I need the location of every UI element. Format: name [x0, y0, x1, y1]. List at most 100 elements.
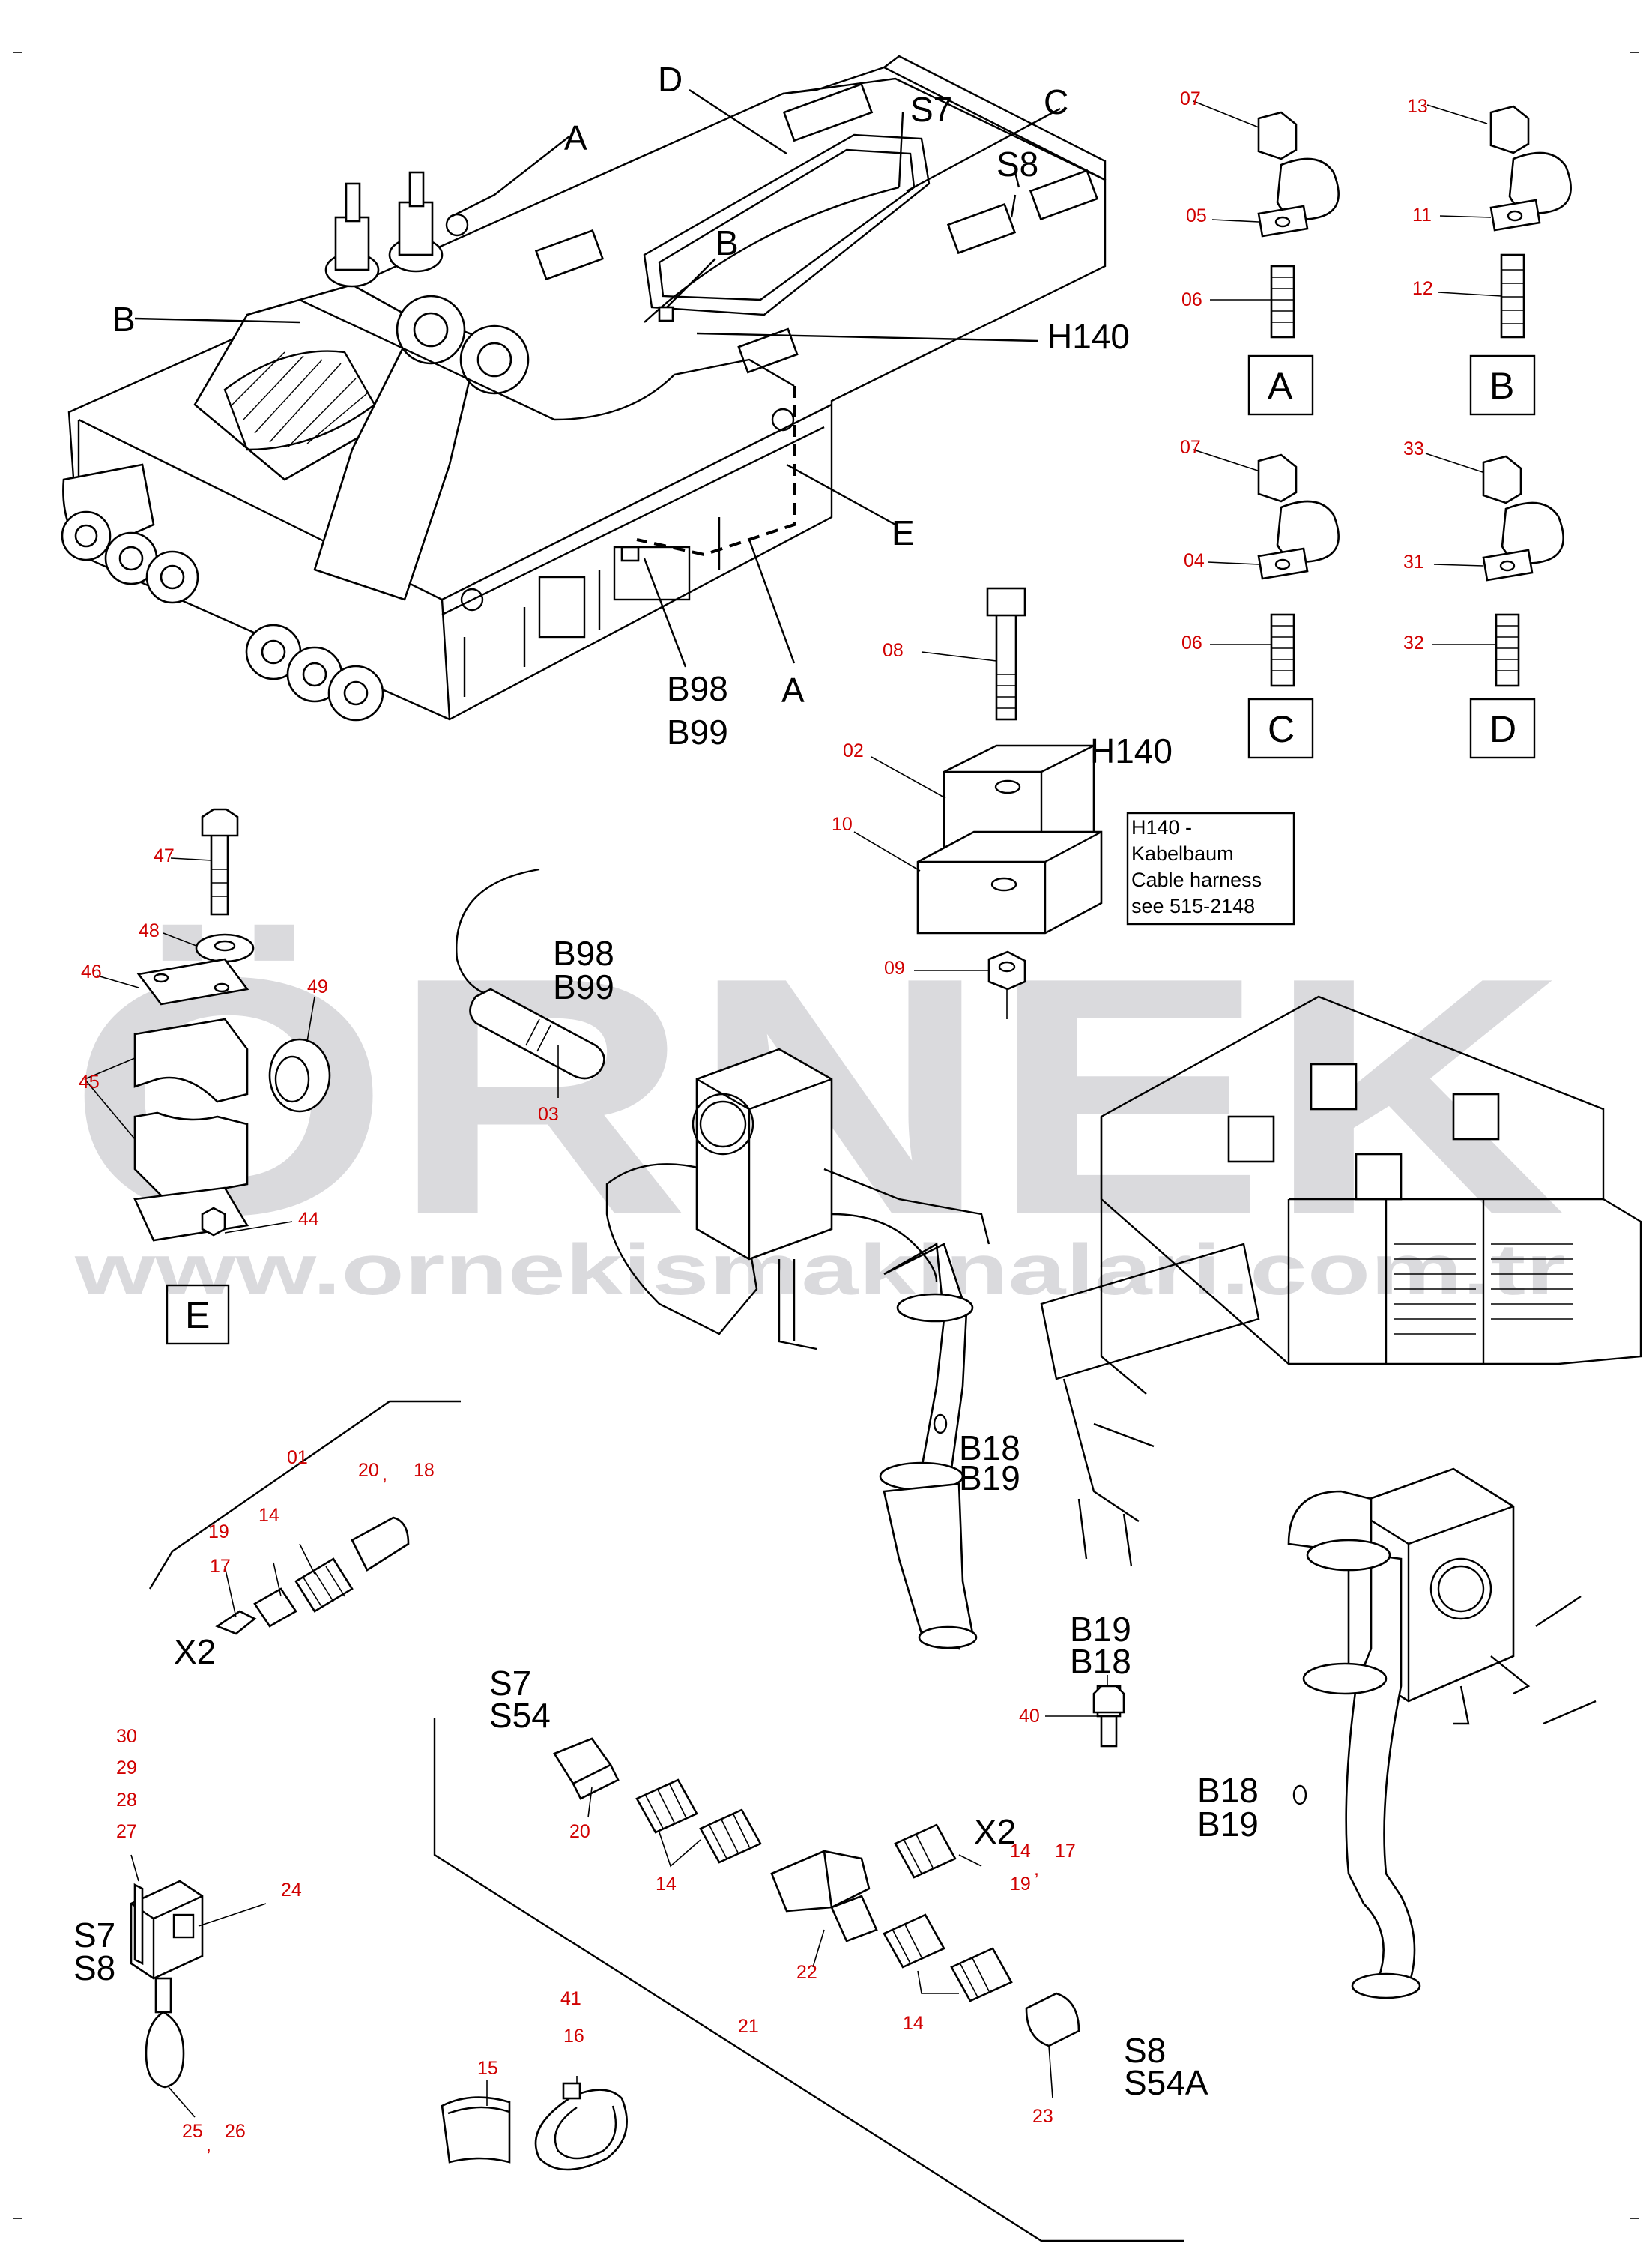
harness-part-21: 21	[738, 2016, 759, 2037]
clamp-c-spacer: 06	[1181, 633, 1202, 653]
clamp-e-part-48: 48	[139, 920, 160, 941]
sensor-b98-part: 03	[538, 1104, 559, 1125]
harness-part-22: 22	[796, 1962, 817, 1983]
h140-note-line3: Cable harness	[1131, 869, 1262, 891]
tie-part-41: 41	[560, 1988, 581, 2009]
clamp-b-spacer: 12	[1412, 278, 1433, 299]
callout-b-left: B	[112, 300, 136, 339]
switch-label-b18: B18	[1070, 1642, 1131, 1681]
vent-grille	[1394, 1243, 1573, 1335]
sensor-b98-label: B98	[553, 934, 614, 973]
clamp-c-nut: 07	[1180, 437, 1201, 458]
h140-part-02: 02	[843, 740, 864, 761]
corner-marks	[13, 52, 1639, 2219]
switch-s7: 30 29 28 27 24 25 , 26 S7 S8	[73, 1726, 302, 2155]
hatched-surface	[223, 350, 376, 451]
h140-note-line1: H140 -	[1131, 816, 1192, 839]
harness-part-23: 23	[1032, 2106, 1053, 2127]
switch-s8-label: S8	[73, 1948, 115, 1987]
switch-s7-label: S7	[73, 1916, 115, 1954]
clamp-detail-a: 07 05 06 A	[1180, 88, 1340, 416]
watermark-url: www.ornekismakinalari.com.tr	[74, 1230, 1566, 1310]
clamp-b-clamp: 11	[1412, 205, 1432, 226]
h140-part-08: 08	[883, 640, 904, 661]
clamp-d-letter: D	[1489, 708, 1516, 750]
cylinder-pair	[324, 171, 444, 288]
pressure-switch: B19 B18 40	[1019, 1610, 1131, 1748]
h140-part-09: 09	[884, 958, 905, 979]
sensor-b98: B98 B99 03	[456, 868, 614, 1125]
harness-part-14b: 14	[1010, 1841, 1031, 1862]
clamp-c-letter: C	[1268, 708, 1295, 750]
harness-part-20: 20	[569, 1821, 590, 1842]
switch-part-29: 29	[116, 1757, 137, 1778]
harness-s54-label: S54	[489, 1696, 551, 1735]
x2-part-19: 19	[208, 1521, 229, 1542]
frame-leaders	[134, 88, 1061, 668]
sensor-label-b99: B99	[667, 713, 728, 752]
x2-part-17: 17	[210, 1556, 231, 1577]
clamp-a-clamp: 05	[1186, 205, 1207, 226]
harness-part-19: 19	[1010, 1874, 1031, 1895]
h140-mount: 08 02 10 09 H140 H140 - Kabelbaum Cable …	[832, 587, 1295, 1019]
callout-e: E	[892, 513, 915, 552]
lug-group-left	[61, 463, 199, 604]
h140-part-10: 10	[832, 814, 853, 835]
clamp-a-letter: A	[1268, 365, 1293, 407]
tie-parts: 41 16 15	[441, 1988, 628, 2171]
clamp-d-clamp: 31	[1403, 552, 1424, 573]
callout-s8: S8	[996, 145, 1038, 184]
switch-comma: ,	[206, 2134, 211, 2155]
switch-part-25: 25	[182, 2121, 203, 2142]
switch-part-27: 27	[116, 1821, 137, 1842]
callout-c: C	[1044, 82, 1068, 121]
harness-part-17: 17	[1055, 1841, 1076, 1862]
harness-s7-label: S7	[489, 1664, 531, 1703]
pipe-center-b18: B18	[959, 1428, 1020, 1467]
switch-part-28: 28	[116, 1790, 137, 1811]
pipe-assembly-center: B18 B19	[605, 1048, 1020, 1650]
harness-x2-label: X2	[974, 1812, 1016, 1851]
harness-comma: ,	[1034, 1859, 1039, 1880]
x2-part-18: 18	[414, 1460, 435, 1481]
clamp-e-letter: E	[185, 1294, 210, 1336]
clamp-detail-c: 07 04 06 C	[1180, 437, 1340, 759]
callout-s7: S7	[910, 90, 952, 129]
sensor-b99-label: B99	[553, 968, 614, 1006]
switch-part-30: 30	[116, 1726, 137, 1747]
clamp-d-nut: 33	[1403, 438, 1424, 459]
clamp-a-nut: 07	[1180, 88, 1201, 109]
clamp-e-part-49: 49	[307, 976, 328, 997]
callout-d: D	[658, 60, 683, 99]
x2-part-01: 01	[287, 1447, 308, 1468]
callout-h140: H140	[1047, 317, 1130, 356]
clamp-detail-b: 13 11 12 B	[1407, 96, 1572, 416]
connector-x2: 01 20 , 18 19 14 17 X2	[148, 1400, 461, 1671]
harness-s7: S7 S54 X2 20 14 22 14 17 19 , 14 23 21 S…	[433, 1664, 1208, 2242]
clamp-c-clamp: 04	[1184, 550, 1205, 571]
clamp-detail-e: 47 48 46 49 45 44 E	[79, 808, 331, 1345]
switch-part-40: 40	[1019, 1706, 1040, 1727]
h140-note-line4: see 515-2148	[1131, 895, 1255, 917]
clamp-a-spacer: 06	[1181, 289, 1202, 310]
harness-part-14a: 14	[656, 1874, 677, 1895]
tie-part-16: 16	[563, 2026, 584, 2047]
harness-s54a-label: S54A	[1124, 2063, 1208, 2102]
callout-a-bottom: A	[781, 671, 805, 710]
clamp-e-part-47: 47	[154, 845, 175, 866]
switch-part-24: 24	[281, 1880, 302, 1901]
harness-s8-label: S8	[1124, 2031, 1166, 2070]
frame-assembly	[61, 55, 1107, 722]
switch-part-26: 26	[225, 2121, 246, 2142]
x2-part-20: 20	[358, 1460, 379, 1481]
lug-group-right	[245, 624, 384, 722]
clamp-e-part-46: 46	[81, 962, 102, 982]
x2-label: X2	[174, 1632, 216, 1671]
clamp-d-spacer: 32	[1403, 633, 1424, 653]
clamp-detail-d: 33 31 32 D	[1403, 438, 1564, 759]
pipe-right-b18: B18	[1197, 1771, 1259, 1810]
x2-comma: ,	[382, 1464, 387, 1485]
callout-a-top: A	[564, 118, 587, 157]
clamp-b-nut: 13	[1407, 96, 1428, 117]
